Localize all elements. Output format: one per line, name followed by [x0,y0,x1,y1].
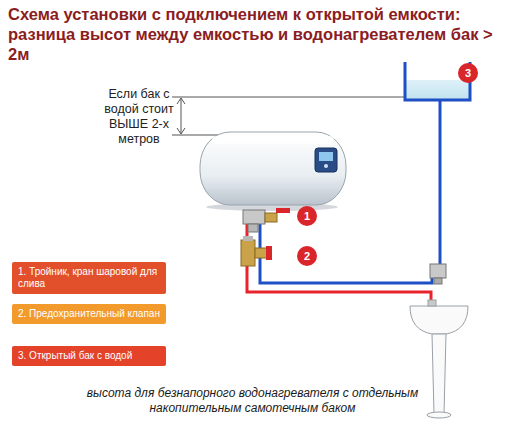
callout-number: 2 [297,246,317,266]
hot-water-pipe [247,206,431,304]
legend-text: 2. Предохранительный клапан [18,308,160,319]
water-heater [200,132,346,211]
dimension-bracket [172,97,405,135]
legend-swatch: 3. Открытый бак с водой [12,346,166,366]
diagram-title: Схема установки с подключением к открыто… [8,4,500,64]
callout-number: 1 [297,206,317,226]
mixer-tee [430,264,446,284]
safety-valve [241,236,272,266]
callout-number: 3 [458,63,478,83]
legend-swatch: 2. Предохранительный клапан [12,304,166,324]
legend-text: 1. Тройник, кран шаровой для слива [18,266,157,289]
washbasin [410,300,468,418]
tee-ball-valve [243,208,290,232]
height-note: Если бак с водой стоит ВЫШЕ 2-х метров [103,87,175,147]
legend-swatch: 1. Тройник, кран шаровой для слива [12,262,166,294]
diagram-caption: высота для безнапорного водонагревателя … [60,386,445,416]
legend-text: 3. Открытый бак с водой [18,350,132,361]
